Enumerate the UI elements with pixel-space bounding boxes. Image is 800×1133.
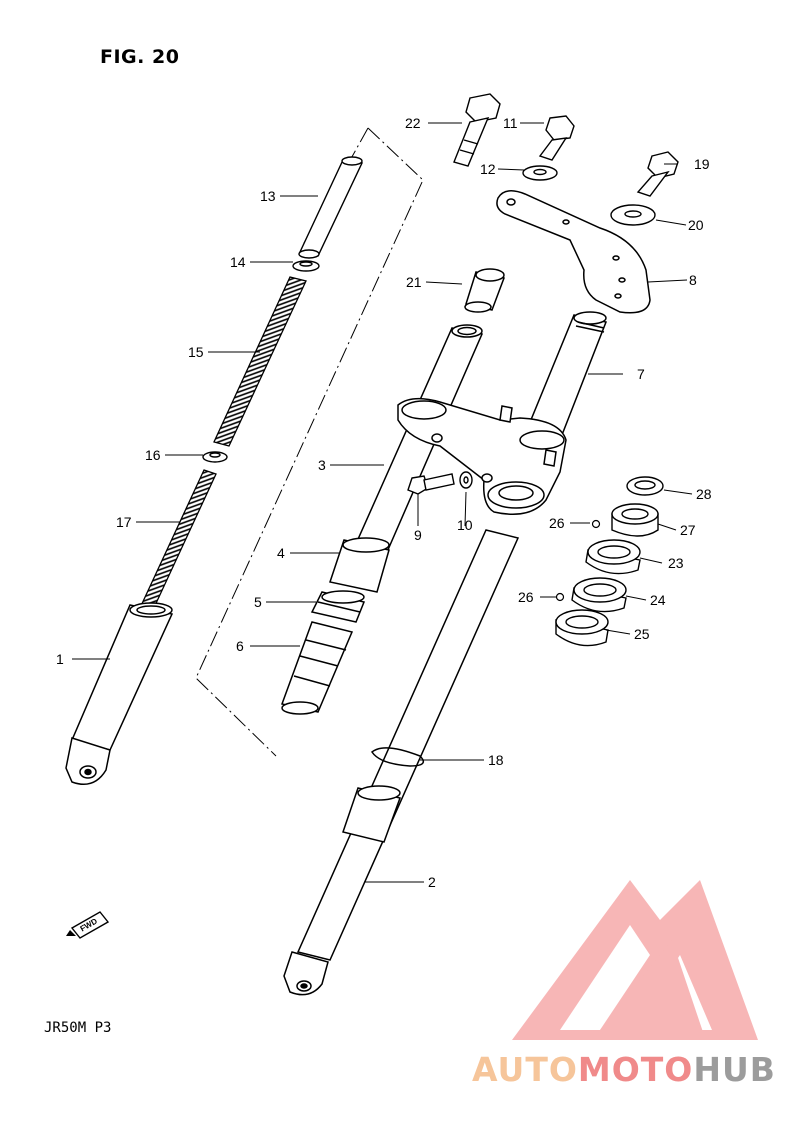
- callout-4: 4: [277, 545, 285, 561]
- watermark-text: AUTOMOTOHUB: [472, 1050, 776, 1089]
- part-11-bolt: [538, 115, 575, 161]
- part-23-race: [585, 539, 641, 575]
- part-1-outer-tube: [65, 602, 174, 785]
- part-10-washer: [459, 471, 473, 489]
- part-15-spring: [213, 276, 307, 447]
- callout-16: 16: [145, 447, 161, 463]
- part-20-washer: [610, 204, 656, 226]
- callout-25: 25: [634, 626, 650, 642]
- callout-24: 24: [650, 592, 666, 608]
- part-27-nut: [611, 503, 659, 537]
- callout-17: 17: [116, 514, 132, 530]
- callout-18: 18: [488, 752, 504, 768]
- part-4-bushing: [329, 537, 390, 593]
- callout-9: 9: [414, 527, 422, 543]
- callout-12: 12: [480, 161, 496, 177]
- watermark-part-moto: MOTO: [577, 1050, 694, 1089]
- callout-26-lower: 26: [518, 589, 534, 605]
- part-22-bolt: [453, 93, 501, 167]
- callout-2: 2: [428, 874, 436, 890]
- callout-8: 8: [689, 272, 697, 288]
- callout-23: 23: [668, 555, 684, 571]
- callout-26-upper: 26: [549, 515, 565, 531]
- part-21-cap: [464, 268, 506, 313]
- callout-28: 28: [696, 486, 712, 502]
- watermark-part-hub: HUB: [693, 1050, 776, 1089]
- callout-15: 15: [188, 344, 204, 360]
- part-25-race: [555, 609, 609, 647]
- part-8-upper-bracket: [496, 190, 651, 314]
- part-16-washer: [202, 451, 228, 463]
- part-2-outer-tube: [283, 529, 520, 996]
- part-9-bolt: [407, 473, 455, 495]
- figure-title: FIG. 20: [100, 46, 180, 68]
- callout-labels: 22 11 12 19 20 8 21 7 13 14 15 16 17 1 3…: [56, 115, 712, 890]
- callout-11: 11: [503, 115, 518, 131]
- part-12-washer: [522, 165, 558, 181]
- callout-14: 14: [230, 254, 246, 270]
- part-19-bolt: [636, 151, 679, 197]
- part-14-washer: [292, 260, 320, 272]
- watermark-part-auto: AUTO: [472, 1050, 578, 1089]
- leader-lines: [72, 122, 693, 883]
- callout-21: 21: [406, 274, 422, 290]
- callout-13: 13: [260, 188, 276, 204]
- part-6-damper: [281, 621, 354, 715]
- callout-1: 1: [56, 651, 64, 667]
- callout-10: 10: [457, 517, 473, 533]
- callout-5: 5: [254, 594, 262, 610]
- part-18-circlip: [371, 747, 425, 767]
- lower-bracket: [397, 397, 567, 515]
- callout-20: 20: [688, 217, 704, 233]
- part-26-balls: [555, 519, 601, 602]
- callout-7: 7: [637, 366, 645, 382]
- callout-22: 22: [405, 115, 421, 131]
- part-24-race: [571, 577, 627, 613]
- part-28-washer: [626, 476, 664, 496]
- callout-27: 27: [680, 522, 696, 538]
- callout-19: 19: [694, 156, 710, 172]
- part-17-spring: [139, 469, 217, 613]
- callout-3: 3: [318, 457, 326, 473]
- model-code: JR50M P3: [44, 1020, 112, 1036]
- watermark-logo: [512, 880, 758, 1040]
- part-13-spacer: [298, 156, 364, 259]
- callout-6: 6: [236, 638, 244, 654]
- fwd-arrow-icon: FWD: [66, 911, 110, 939]
- part-5-seal: [310, 590, 366, 623]
